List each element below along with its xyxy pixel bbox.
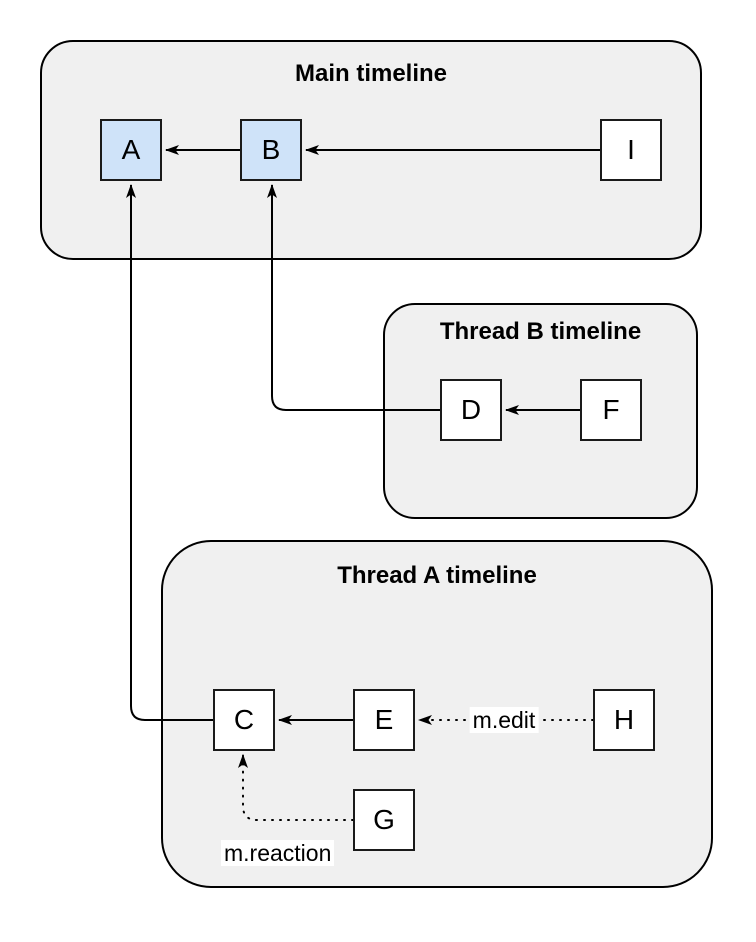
node-g-label: G: [373, 804, 395, 835]
edge-label-m-edit: m.edit: [469, 707, 539, 733]
node-g: G: [353, 789, 415, 851]
container-title-thread-b-timeline: Thread B timeline: [439, 318, 642, 345]
edge-g-to-c-m-reaction: [238, 754, 354, 821]
node-c: C: [213, 689, 275, 751]
node-e-label: E: [374, 704, 394, 735]
node-h-label: H: [613, 704, 635, 735]
container-title-thread-a-timeline: Thread A timeline: [337, 562, 537, 589]
node-h: H: [593, 689, 655, 751]
edge-c-to-a: [126, 184, 213, 721]
node-b-label: B: [261, 134, 281, 165]
node-f: F: [580, 379, 642, 441]
node-a-label: A: [121, 134, 141, 165]
edge-label-m-reaction: m.reaction: [221, 840, 335, 866]
node-i-label: I: [627, 134, 635, 165]
edge-d-to-b: [267, 184, 440, 411]
node-d: D: [440, 379, 502, 441]
node-i: I: [600, 119, 662, 181]
node-f-label: F: [602, 394, 620, 425]
node-a: A: [100, 119, 162, 181]
node-e: E: [353, 689, 415, 751]
node-b: B: [240, 119, 302, 181]
node-d-label: D: [460, 394, 482, 425]
container-title-main-timeline: Main timeline: [294, 60, 448, 87]
node-c-label: C: [233, 704, 255, 735]
